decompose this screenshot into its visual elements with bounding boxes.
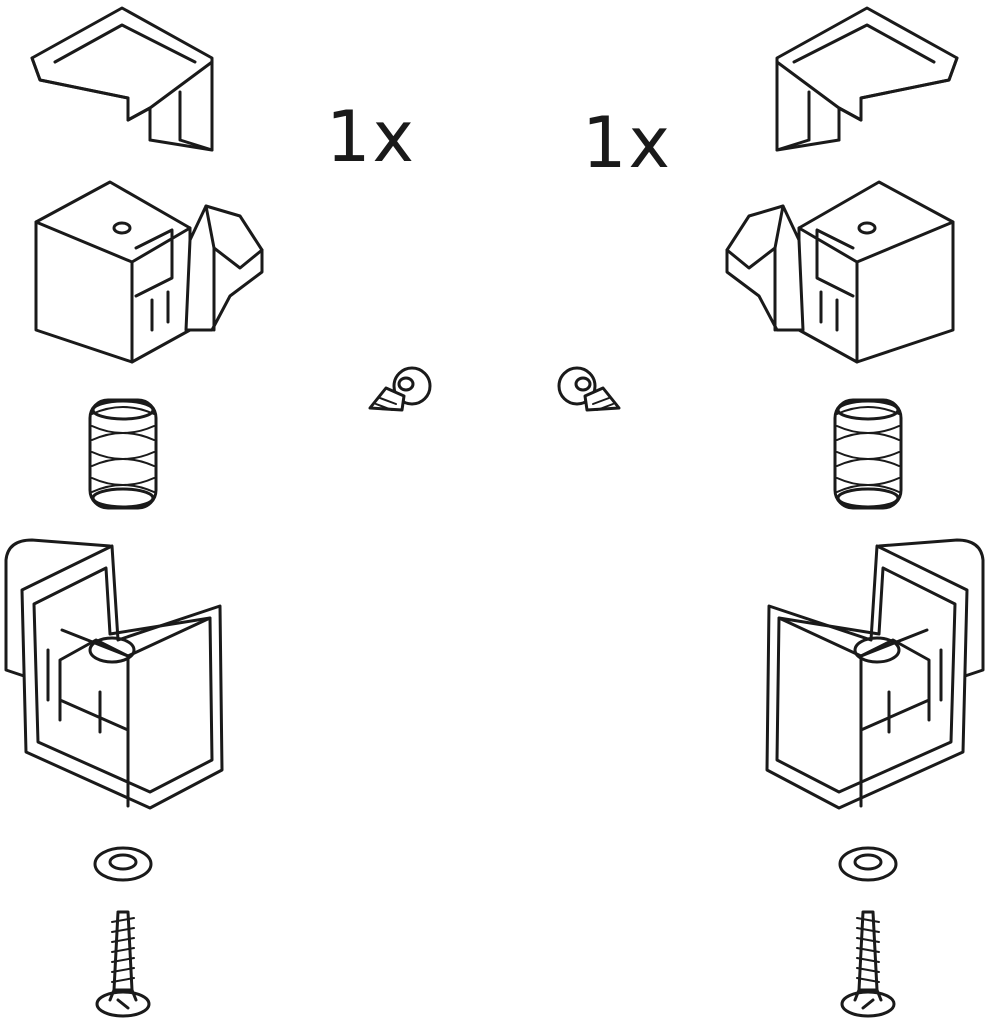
right-washer-part: [838, 846, 898, 882]
left-quantity-label: 1x: [326, 96, 416, 178]
left-screw-part: [95, 910, 151, 1018]
left-block-part: [34, 180, 264, 364]
right-holder-part: [765, 538, 985, 810]
left-spring-part: [88, 398, 158, 510]
left-washer-part: [93, 846, 153, 882]
right-block-part: [725, 180, 955, 364]
right-cap-part: [775, 6, 959, 152]
right-screw-part: [840, 910, 896, 1018]
left-cap-part: [30, 6, 214, 152]
right-spring-part: [833, 398, 903, 510]
right-small-screw-part: [557, 366, 621, 412]
left-small-screw-part: [368, 366, 432, 412]
left-holder-part: [4, 538, 224, 810]
right-quantity-label: 1x: [582, 102, 672, 184]
